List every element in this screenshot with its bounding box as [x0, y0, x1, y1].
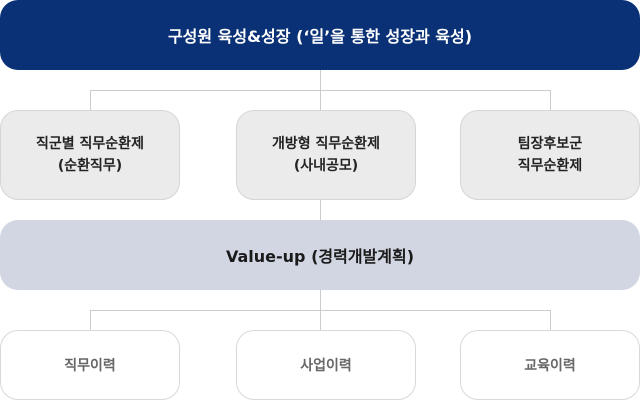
record-box-business-history: 사업이력 — [236, 330, 416, 400]
program-box-team-leader-rotation: 팀장후보군 직무순환제 — [460, 110, 640, 200]
record-label: 교육이력 — [524, 358, 576, 374]
valueup-label: Value-up (경력개발계획) — [225, 247, 415, 266]
program-label-line2: (순환직무) — [57, 158, 123, 174]
program-label-line2: 직무순환제 — [517, 158, 583, 174]
valueup-banner: Value-up (경력개발계획) — [0, 220, 640, 290]
program-label-line1: 팀장후보군 — [517, 136, 583, 152]
program-label-line1: 개방형 직무순환제 — [272, 136, 380, 152]
top-banner: 구성원 육성&성장 (‘일’을 통한 성장과 육성) — [0, 0, 640, 70]
top-banner-label: 구성원 육성&성장 (‘일’을 통한 성장과 육성) — [167, 27, 473, 46]
record-box-job-history: 직무이력 — [0, 330, 180, 400]
program-label-line2: (사내공모) — [293, 158, 359, 174]
record-label: 사업이력 — [300, 358, 352, 374]
record-label: 직무이력 — [64, 358, 116, 374]
record-box-education-history: 교육이력 — [460, 330, 640, 400]
program-label-line1: 직군별 직무순환제 — [36, 136, 144, 152]
program-box-job-family-rotation: 직군별 직무순환제 (순환직무) — [0, 110, 180, 200]
program-box-open-rotation: 개방형 직무순환제 (사내공모) — [236, 110, 416, 200]
